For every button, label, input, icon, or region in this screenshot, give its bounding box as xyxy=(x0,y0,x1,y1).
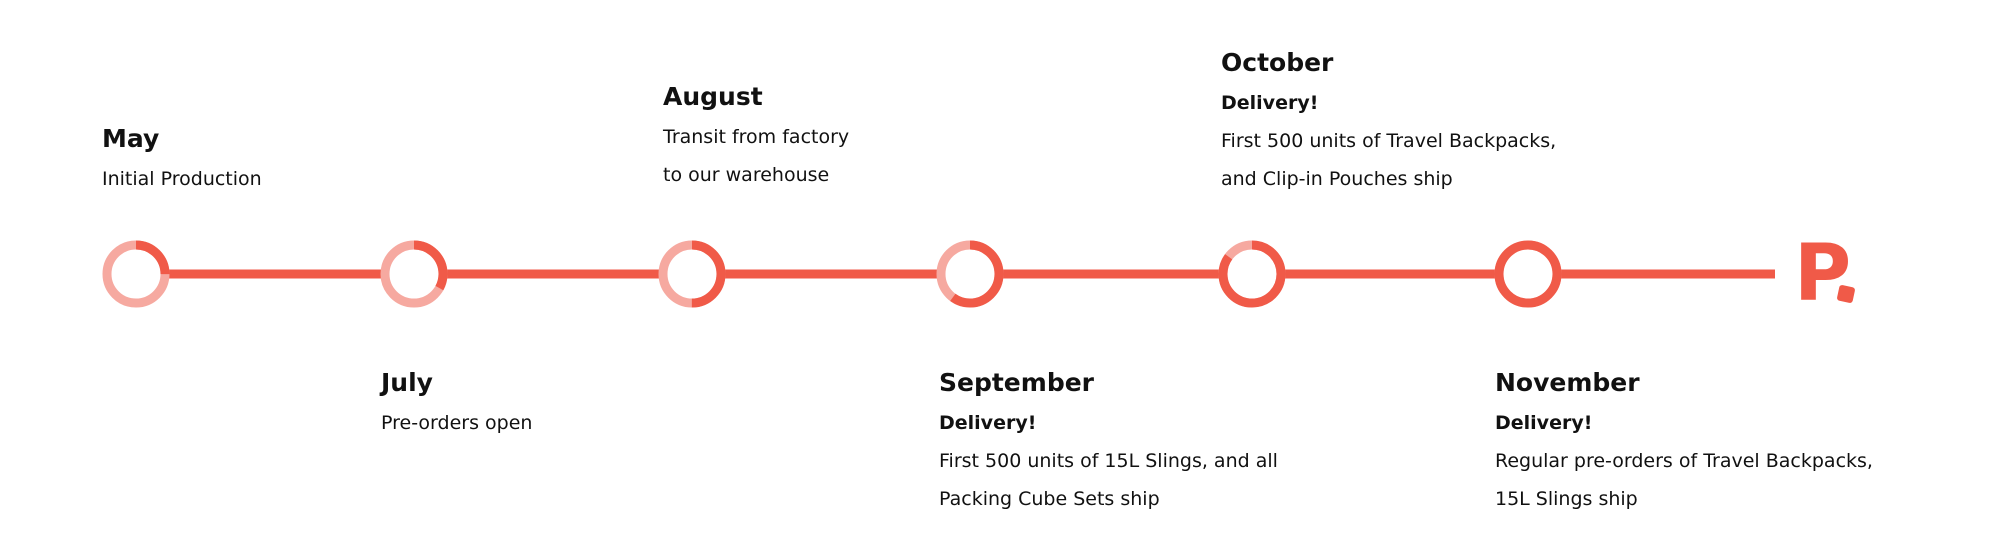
milestone-title: September xyxy=(939,368,1094,397)
milestone-ring-progress xyxy=(936,240,1004,308)
milestone-july: July Pre-orders open xyxy=(381,368,532,442)
milestone-node xyxy=(1218,240,1286,308)
milestone-node xyxy=(658,240,726,308)
milestone-title: July xyxy=(381,368,433,397)
milestone-ring-progress xyxy=(658,240,726,308)
milestone-august: August Transit from factory to our wareh… xyxy=(663,82,849,194)
milestone-node xyxy=(102,240,170,308)
milestone-ring-progress xyxy=(102,240,170,308)
brand-logo-dot xyxy=(1837,285,1855,303)
milestone-node xyxy=(1494,240,1562,308)
milestone-september: September Delivery! First 500 units of 1… xyxy=(939,368,1278,518)
milestone-title: May xyxy=(102,124,160,153)
milestone-subtitle: Delivery! xyxy=(1221,92,1319,114)
milestone-text: First 500 units of 15L Slings, and all xyxy=(939,450,1278,472)
milestone-text: Initial Production xyxy=(102,168,262,190)
milestone-may: May Initial Production xyxy=(102,124,262,198)
milestone-text: First 500 units of Travel Backpacks, xyxy=(1221,130,1557,152)
milestone-title: August xyxy=(663,82,763,111)
milestone-ring-progress xyxy=(1494,240,1562,308)
milestone-subtitle: Delivery! xyxy=(939,412,1037,434)
milestone-november: November Delivery! Regular pre-orders of… xyxy=(1495,368,1873,518)
milestone-node xyxy=(380,240,448,308)
milestone-text: 15L Slings ship xyxy=(1495,488,1638,510)
brand-logo: P xyxy=(1794,238,1855,308)
milestone-subtitle: Delivery! xyxy=(1495,412,1593,434)
milestone-text: Pre-orders open xyxy=(381,412,533,434)
milestone-ring-progress xyxy=(1218,240,1286,308)
milestone-node xyxy=(936,240,1004,308)
milestone-text: to our warehouse xyxy=(663,164,830,186)
milestone-text: Regular pre-orders of Travel Backpacks, xyxy=(1495,450,1873,472)
milestone-title: October xyxy=(1221,48,1334,77)
milestone-text: and Clip-in Pouches ship xyxy=(1221,168,1453,190)
timeline-nodes xyxy=(102,240,1562,308)
milestone-text: Packing Cube Sets ship xyxy=(939,488,1160,510)
milestone-title: November xyxy=(1495,368,1640,397)
milestone-ring-progress xyxy=(380,240,448,308)
milestone-text: Transit from factory xyxy=(663,126,850,148)
milestone-october: October Delivery! First 500 units of Tra… xyxy=(1221,48,1556,198)
